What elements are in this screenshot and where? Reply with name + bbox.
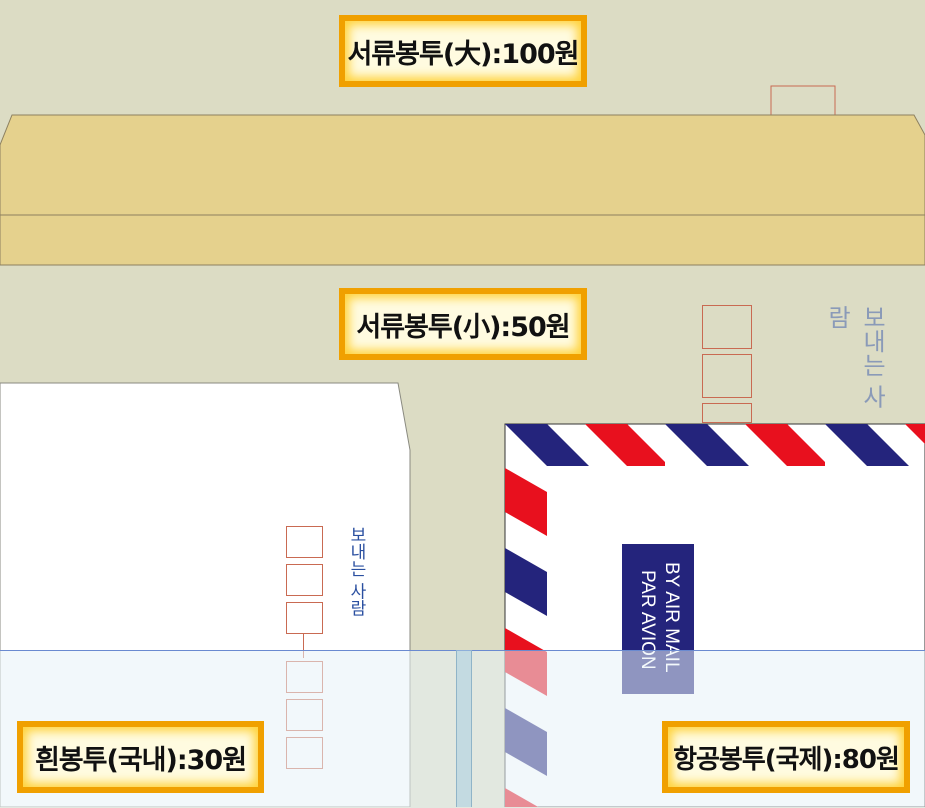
airmail-label-par-avion: PAR AVION [637, 570, 658, 670]
large-envelope-body [0, 214, 925, 266]
doc-small-stamp-box-1 [702, 305, 752, 349]
label-airmail-international: 항공봉투(국제):80원 [662, 721, 910, 793]
white-stamp-box-3 [286, 602, 323, 634]
overlay-divider [456, 650, 472, 807]
label-document-large: 서류봉투(大):100원 [339, 15, 587, 87]
doc-small-stamp-box-3 [702, 403, 752, 423]
large-envelope-flap [0, 114, 925, 216]
white-sender-label: 보내는 사람 [346, 526, 366, 617]
white-postcode-dash [303, 634, 304, 658]
white-stamp-box-2 [286, 564, 323, 596]
label-white-domestic: 흰봉투(국내):30원 [17, 721, 264, 793]
airmail-label-by-air-mail: BY AIR MAIL [661, 562, 682, 673]
label-document-small: 서류봉투(小):50원 [339, 288, 587, 360]
doc-small-stamp-box-2 [702, 354, 752, 398]
white-stamp-box-1 [286, 526, 323, 558]
airmail-top-border [505, 424, 925, 466]
doc-small-sender-label: 보내는 사람 [823, 305, 886, 409]
